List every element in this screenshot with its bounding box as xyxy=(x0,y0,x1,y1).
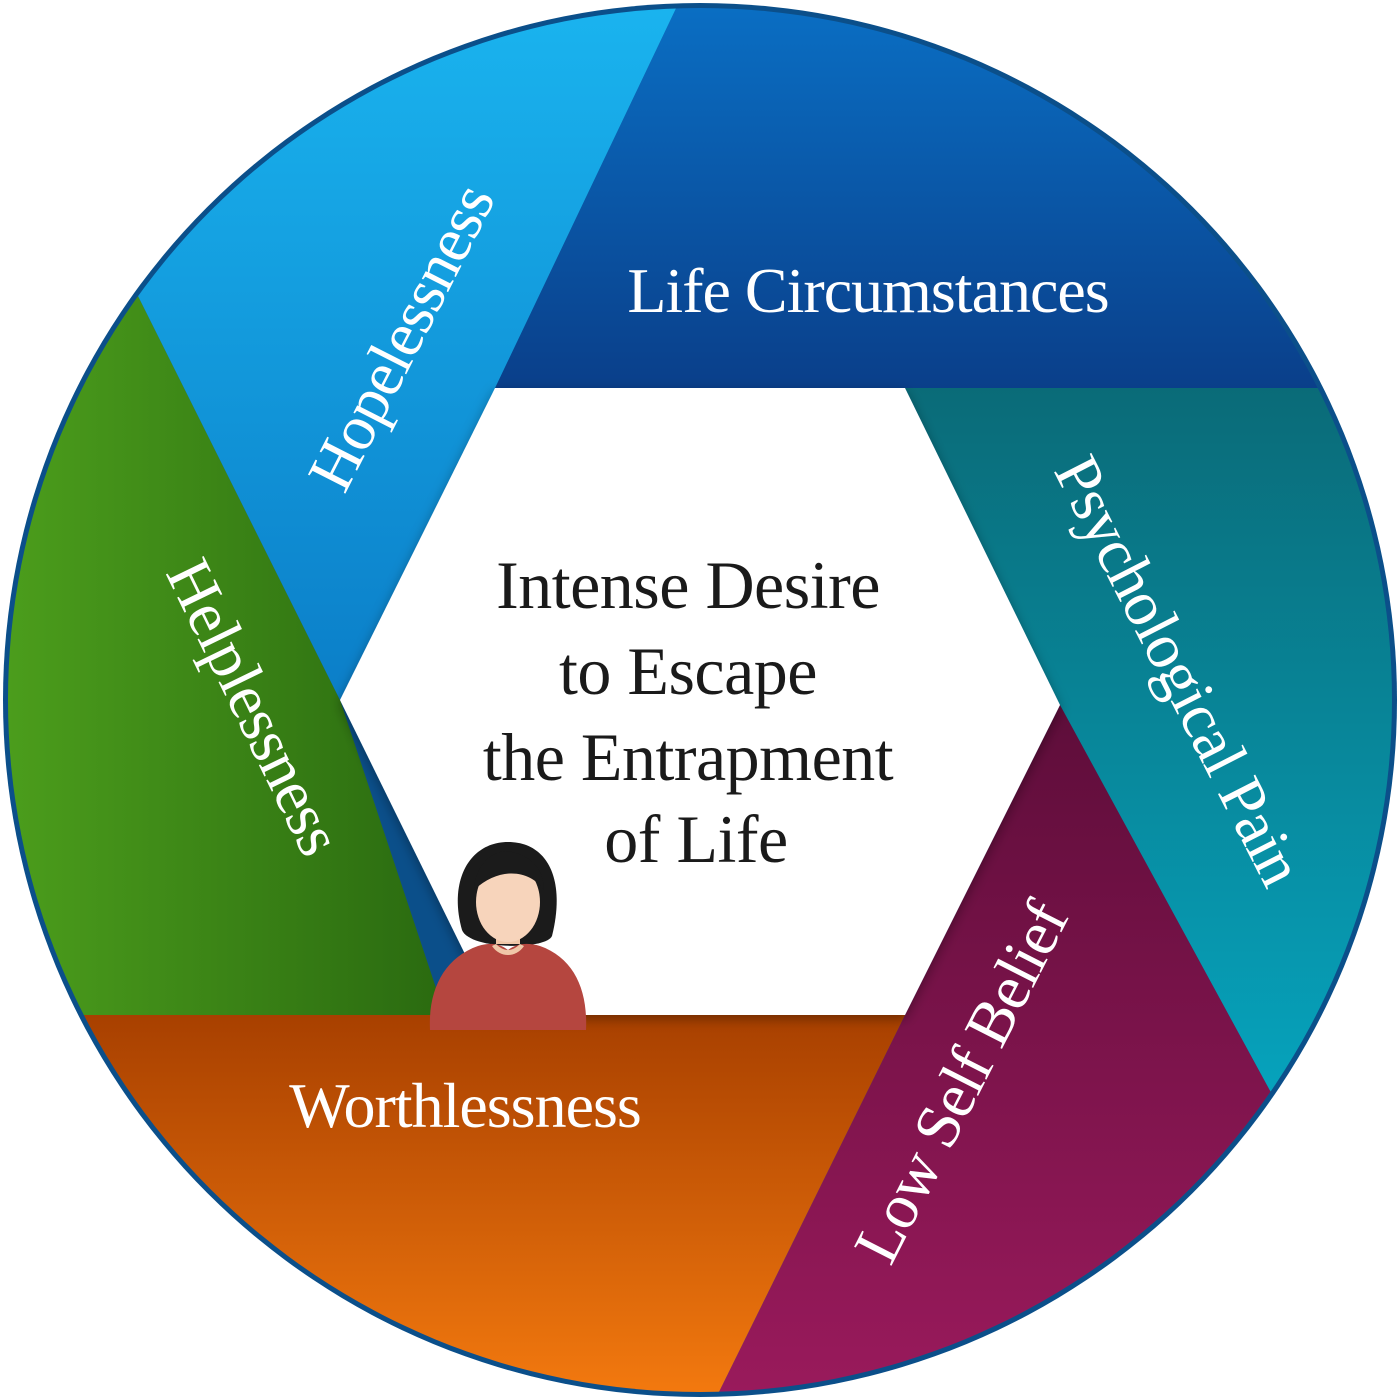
center-line-3: the Entrapment xyxy=(483,719,894,795)
center-text: Intense Desire to Escape the Entrapment … xyxy=(483,547,894,877)
label-life-circumstances: Life Circumstances xyxy=(627,255,1108,326)
segment-helplessness[interactable] xyxy=(0,290,445,1015)
label-worthlessness: Worthlessness xyxy=(289,1070,641,1141)
center-line-2: to Escape xyxy=(559,633,817,709)
center-line-1: Intense Desire xyxy=(496,547,880,623)
person-icon xyxy=(429,842,587,1030)
center-line-4: of Life xyxy=(604,801,787,877)
segment-psychological-pain[interactable] xyxy=(905,388,1400,1100)
